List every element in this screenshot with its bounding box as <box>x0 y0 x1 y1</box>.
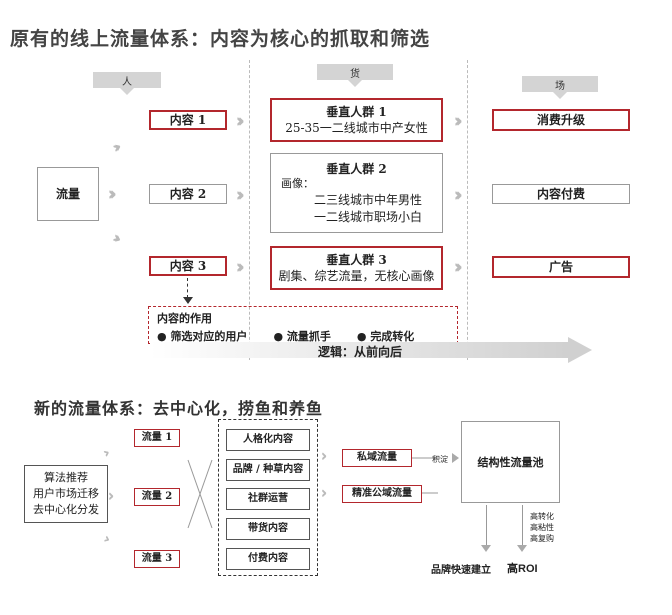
logic-label: 逻辑：从前向后 <box>318 345 403 359</box>
group-2-line: 二三线城市中年男性 <box>313 193 422 208</box>
side-notes: 高转化 高粘性 高复购 <box>530 512 554 544</box>
content-type-box: 人格化内容 <box>226 429 310 451</box>
vertical-group-2: 垂直人群 2 画像： 二三线城市中年男性 一二线城市职场小白 <box>270 153 443 233</box>
group-3-line: 剧集、综艺流量，无核心画像 <box>278 269 435 283</box>
outcome-roi: 高ROI <box>507 563 538 575</box>
content-types-container <box>218 419 318 576</box>
column-divider <box>467 60 468 360</box>
structural-pool-box: 结构性流量池 <box>461 421 560 503</box>
arrow-down-icon <box>517 545 527 552</box>
vertical-group-3: 垂直人群 3 剧集、综艺流量，无核心画像 <box>270 246 443 290</box>
settle-label: 积淀 <box>432 455 448 464</box>
content-type-box: 社群运营 <box>226 488 310 510</box>
content-3-box: 内容 3 <box>149 256 227 276</box>
chevron-arrow-icon: ››› <box>321 447 327 466</box>
vertical-group-1: 垂直人群 1 25-35一二线城市中产女性 <box>270 98 443 142</box>
public-traffic-box: 精准公域流量 <box>342 485 422 503</box>
source-line: 用户市场迁移 <box>33 487 99 501</box>
group-2-line: 画像： <box>281 177 314 191</box>
content-type-box: 付费内容 <box>226 548 310 570</box>
arrow-down-icon <box>183 297 193 304</box>
content-type-box: 带货内容 <box>226 518 310 540</box>
result-advertising: 广告 <box>492 256 630 278</box>
connector-line <box>486 505 487 545</box>
source-box: 算法推荐 用户市场迁移 去中心化分发 <box>24 465 108 523</box>
source-line: 去中心化分发 <box>33 502 99 516</box>
chevron-arrow-icon: ››› <box>321 484 327 503</box>
group-3-title: 垂直人群 3 <box>326 252 387 267</box>
content-role-title: 内容的作用 <box>157 312 212 325</box>
content-role-item: ● 完成转化 <box>356 330 415 343</box>
dashed-connector <box>187 278 188 298</box>
group-1-title: 垂直人群 1 <box>326 104 387 119</box>
group-2-line: 一二线城市职场小白 <box>313 209 422 224</box>
content-1-box: 内容 1 <box>149 110 227 130</box>
group-1-line: 25-35一二线城市中产女性 <box>285 121 428 135</box>
arrow-down-icon <box>481 545 491 552</box>
arrow-right-icon <box>568 337 592 363</box>
group-2-title: 垂直人群 2 <box>326 162 387 177</box>
new-system-title: 新的流量体系：去中心化，捞鱼和养鱼 <box>34 399 324 418</box>
side-note: 高转化 <box>530 512 554 521</box>
content-2-box: 内容 2 <box>149 184 227 204</box>
private-traffic-box: 私域流量 <box>342 449 412 467</box>
old-system-title: 原有的线上流量体系：内容为核心的抓取和筛选 <box>10 28 431 50</box>
flow-2-box: 流量 2 <box>134 488 180 506</box>
header-place: 场 <box>522 76 598 99</box>
side-note: 高复购 <box>530 533 554 543</box>
outcome-brand: 品牌快速建立 <box>431 565 491 576</box>
source-line: 算法推荐 <box>44 471 88 485</box>
header-people: 人 <box>93 72 161 95</box>
arrow-right-icon <box>452 453 459 463</box>
header-goods: 货 <box>317 64 393 87</box>
content-role-item: ● 筛选对应的用户 <box>157 330 248 343</box>
connector-line <box>522 505 523 545</box>
column-divider <box>249 60 250 360</box>
content-type-box: 品牌 / 种草内容 <box>226 459 310 481</box>
side-note: 高粘性 <box>530 522 554 532</box>
flow-1-box: 流量 1 <box>134 429 180 447</box>
flow-3-box: 流量 3 <box>134 550 180 568</box>
content-role-box: 内容的作用 ● 筛选对应的用户 ● 流量抓手 ● 完成转化 <box>148 306 458 344</box>
traffic-box: 流量 <box>37 167 99 221</box>
content-role-item: ● 流量抓手 <box>273 330 331 343</box>
logic-arrow-bar <box>150 342 568 358</box>
result-paid-content: 内容付费 <box>492 184 630 204</box>
result-consumption-upgrade: 消费升级 <box>492 109 630 131</box>
